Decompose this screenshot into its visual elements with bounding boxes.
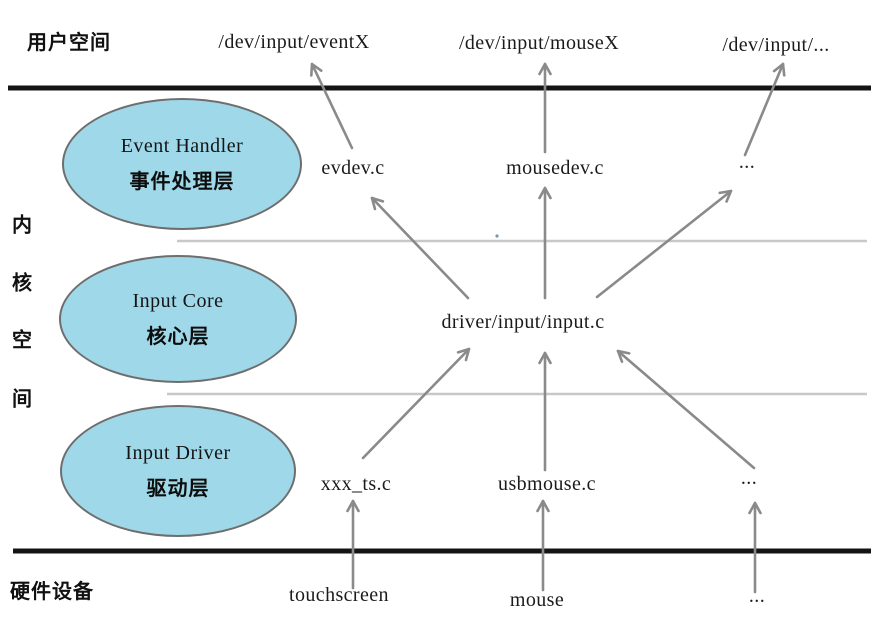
arrow-evdev-to-dev_eventX	[310, 62, 354, 150]
kernel-char-kong: 空	[12, 327, 32, 352]
kernel-char-jian: 间	[12, 386, 32, 411]
input-core-label-en: Input Core	[132, 289, 224, 312]
node-touchscreen: touchscreen	[289, 584, 389, 606]
user-space-heading: 用户空间	[27, 30, 111, 54]
node-dev-input-dots: /dev/input/...	[722, 34, 830, 56]
arrow-lines	[310, 62, 786, 594]
input-driver-layer-ellipse: Input Driver 驱动层	[60, 405, 296, 537]
node-mouse: mouse	[509, 589, 565, 611]
separator-lines	[8, 85, 871, 554]
arrow-handler_dots-to-dev_dots	[743, 62, 786, 157]
event-handler-label-zh: 事件处理层	[129, 168, 235, 193]
input-core-layer-ellipse: Input Core 核心层	[59, 255, 297, 383]
node-usbmouse-c: usbmouse.c	[498, 473, 596, 495]
arrow-xxx_ts-to-input_file	[361, 347, 471, 460]
node-driver-input-input-c: driver/input/input.c	[441, 311, 605, 333]
node-handler-ellipsis: ...	[738, 151, 756, 173]
node-evdev-c: evdev.c	[321, 157, 385, 179]
input-driver-label-zh: 驱动层	[146, 475, 210, 500]
stray-dot-artifact	[495, 234, 499, 238]
event-handler-label-en: Event Handler	[120, 134, 244, 157]
event-handler-layer-ellipse: Event Handler 事件处理层	[62, 98, 302, 230]
node-driver-ellipsis: ...	[740, 467, 758, 489]
arrow-driver_dots-to-input_file	[616, 349, 756, 470]
input-core-label-zh: 核心层	[146, 323, 210, 348]
kernel-char-he: 核	[12, 270, 32, 295]
node-hardware-ellipsis: ...	[748, 585, 766, 607]
input-driver-label-en: Input Driver	[125, 441, 231, 464]
node-xxx-ts-c: xxx_ts.c	[320, 473, 392, 495]
arrow-input_file-to-evdev	[370, 196, 470, 300]
hardware-heading: 硬件设备	[10, 579, 94, 603]
node-dev-input-eventX: /dev/input/eventX	[218, 31, 370, 53]
node-dev-input-mouseX: /dev/input/mouseX	[458, 32, 620, 54]
node-mousedev-c: mousedev.c	[506, 157, 604, 179]
kernel-char-nei: 内	[12, 212, 32, 237]
arrow-input_file-to-handler_dots	[595, 189, 733, 299]
